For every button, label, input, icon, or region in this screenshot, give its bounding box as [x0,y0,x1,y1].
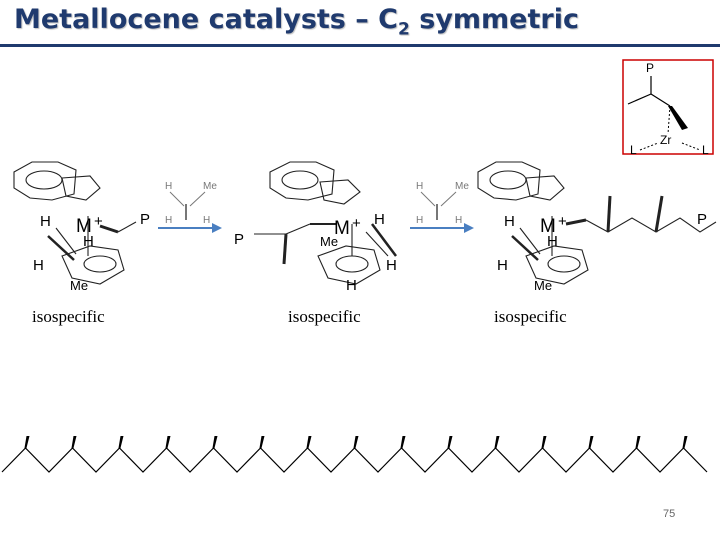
methyl-branch [259,436,265,448]
methyl-branch [494,436,500,448]
isospecific-label-1: isospecific [32,307,105,326]
isospecific-label-2: isospecific [288,307,361,326]
svg-text:H: H [346,277,357,294]
svg-text:H: H [374,211,385,228]
propylene-monomer-1: H Me H H [165,181,217,226]
svg-text:P: P [697,211,707,228]
complex-2 [254,161,397,285]
page-number: 75 [663,508,676,520]
svg-text:H: H [33,257,44,274]
svg-text:H: H [40,213,51,230]
svg-text:H: H [416,181,423,192]
svg-text:H: H [416,215,423,226]
polymer-backbone [1,447,708,473]
svg-text:M: M [76,216,92,237]
svg-text:Me: Me [455,181,469,192]
title-underline [0,44,720,47]
reaction-arrow-1 [158,223,222,233]
methyl-branch [635,436,641,448]
methyl-branch [71,436,77,448]
svg-text:P: P [140,211,150,228]
methyl-branch [118,436,124,448]
inset-frame [622,59,714,155]
propylene-monomer-2: H Me H H [416,181,469,226]
methyl-branch [24,436,30,448]
inset-l-right: L [702,143,709,157]
inset-l-left: L [630,143,637,157]
svg-text:Me: Me [534,278,552,293]
methyl-branch [165,436,171,448]
page-title: Metallocene catalysts – C2 symmetric [14,4,579,40]
svg-text:+: + [558,213,567,230]
svg-text:H: H [455,215,462,226]
methyl-branch [588,436,594,448]
methyl-branch [447,436,453,448]
svg-text:M: M [540,216,556,237]
complex-1-atoms: H M + H H Me P [33,211,150,293]
inset-zr-label: Zr [660,133,671,147]
complex-1 [13,161,137,285]
svg-text:H: H [504,213,515,230]
svg-text:H: H [165,215,172,226]
svg-text:Me: Me [70,278,88,293]
svg-text:Me: Me [320,234,338,249]
isospecific-label-3: isospecific [494,307,567,326]
svg-text:P: P [234,231,244,248]
methyl-branch [682,436,688,448]
svg-text:Me: Me [203,181,217,192]
svg-text:+: + [94,213,103,230]
svg-text:H: H [83,233,94,250]
isotactic-polymer-chain [1,436,708,473]
inset-p-label: P [646,61,654,75]
svg-text:H: H [386,257,397,274]
methyl-branch [306,436,312,448]
reaction-arrow-2 [410,223,474,233]
svg-text:H: H [547,233,558,250]
zr-inset-structure: P Zr L L [622,59,714,157]
svg-text:H: H [497,257,508,274]
methyl-branch [353,436,359,448]
methyl-branch [541,436,547,448]
complex-3-atoms: H M + H H Me P [497,211,707,293]
svg-text:H: H [165,181,172,192]
methyl-branch [400,436,406,448]
svg-text:+: + [352,215,361,232]
complex-2-atoms: P M + Me H H H [234,211,397,294]
svg-text:H: H [203,215,210,226]
svg-text:M: M [334,218,350,239]
complex-3 [477,161,717,285]
methyl-branch [212,436,218,448]
